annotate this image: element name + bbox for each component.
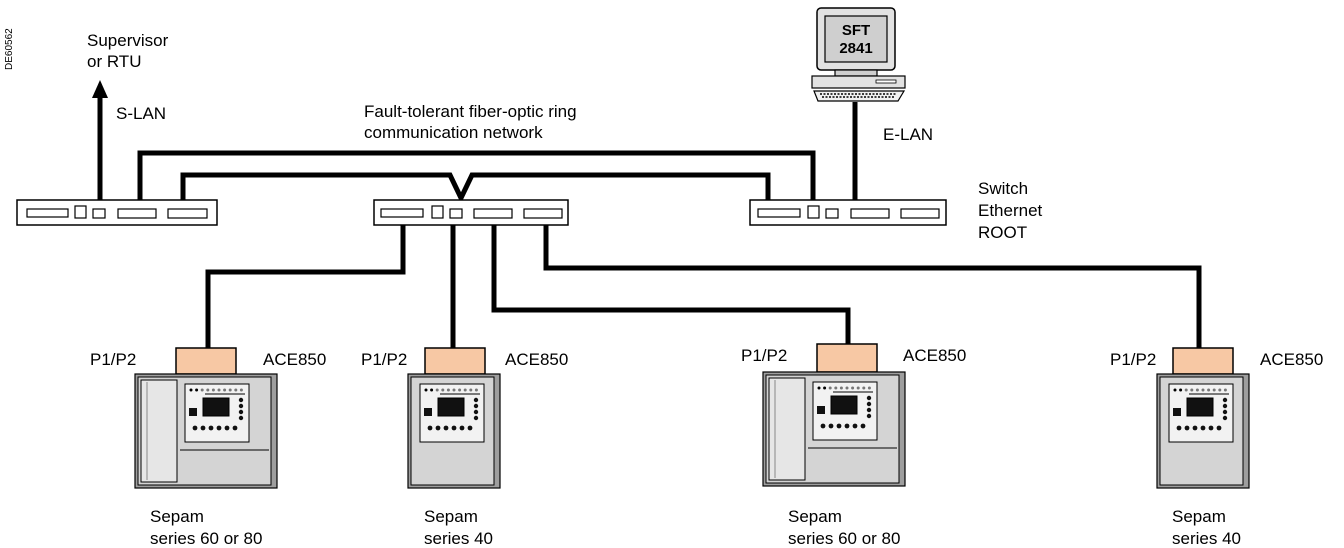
monitor-screen	[824, 15, 888, 63]
keyboard	[813, 90, 906, 102]
switch-right	[749, 199, 947, 226]
device-series: series 60 or 80	[788, 529, 900, 548]
ring-outer	[137, 150, 816, 200]
switch-label-1: Switch	[978, 179, 1028, 198]
device-name: Sepam	[1172, 507, 1226, 526]
switch-label-2: Ethernet	[978, 201, 1043, 220]
device-series: series 40	[424, 529, 493, 548]
ring-label-1: Fault-tolerant fiber-optic ring	[364, 102, 577, 121]
ring-inner	[180, 172, 771, 204]
ring-label-2: communication network	[364, 123, 543, 142]
module-label: ACE850	[903, 346, 966, 365]
screen-line-1: SFT	[842, 22, 870, 39]
supervisor-label-2: or RTU	[87, 52, 141, 71]
slan-arrow	[92, 80, 108, 98]
relay-unit	[134, 373, 278, 489]
device-name: Sepam	[788, 507, 842, 526]
device-series: series 60 or 80	[150, 529, 262, 548]
module-label: ACE850	[1260, 350, 1323, 369]
port-label: P1/P2	[741, 346, 787, 365]
network-wires	[92, 80, 1202, 348]
port-label: P1/P2	[90, 350, 136, 369]
relay-unit	[407, 373, 501, 489]
ace850-module	[424, 347, 486, 375]
switch-left	[16, 199, 218, 226]
computer-base	[811, 75, 906, 89]
ace850-module	[175, 347, 237, 375]
relay-unit	[762, 371, 906, 487]
device-name: Sepam	[424, 507, 478, 526]
supervisor-label-1: Supervisor	[87, 31, 169, 50]
drop-device-3	[491, 225, 851, 344]
relay-unit	[1156, 373, 1250, 489]
device-series: series 40	[1172, 529, 1241, 548]
ace850-module	[1172, 347, 1234, 375]
switch-label-3: ROOT	[978, 223, 1027, 242]
computer: SFT 2841	[811, 7, 906, 102]
ace850-module	[816, 343, 878, 373]
device-name: Sepam	[150, 507, 204, 526]
lcd-display	[202, 397, 230, 417]
document-id: DE60562	[4, 28, 15, 70]
lcd-display	[437, 397, 465, 417]
module-label: ACE850	[505, 350, 568, 369]
port-label: P1/P2	[1110, 350, 1156, 369]
port-label: P1/P2	[361, 350, 407, 369]
switch-middle	[373, 199, 569, 226]
elan-label: E-LAN	[883, 125, 933, 144]
drop-device-1	[205, 225, 406, 348]
slan-label: S-LAN	[116, 104, 166, 123]
lcd-display	[830, 395, 858, 415]
module-label: ACE850	[263, 350, 326, 369]
drop-device-4	[543, 225, 1202, 348]
lcd-display	[1186, 397, 1214, 417]
screen-line-2: 2841	[839, 40, 872, 57]
